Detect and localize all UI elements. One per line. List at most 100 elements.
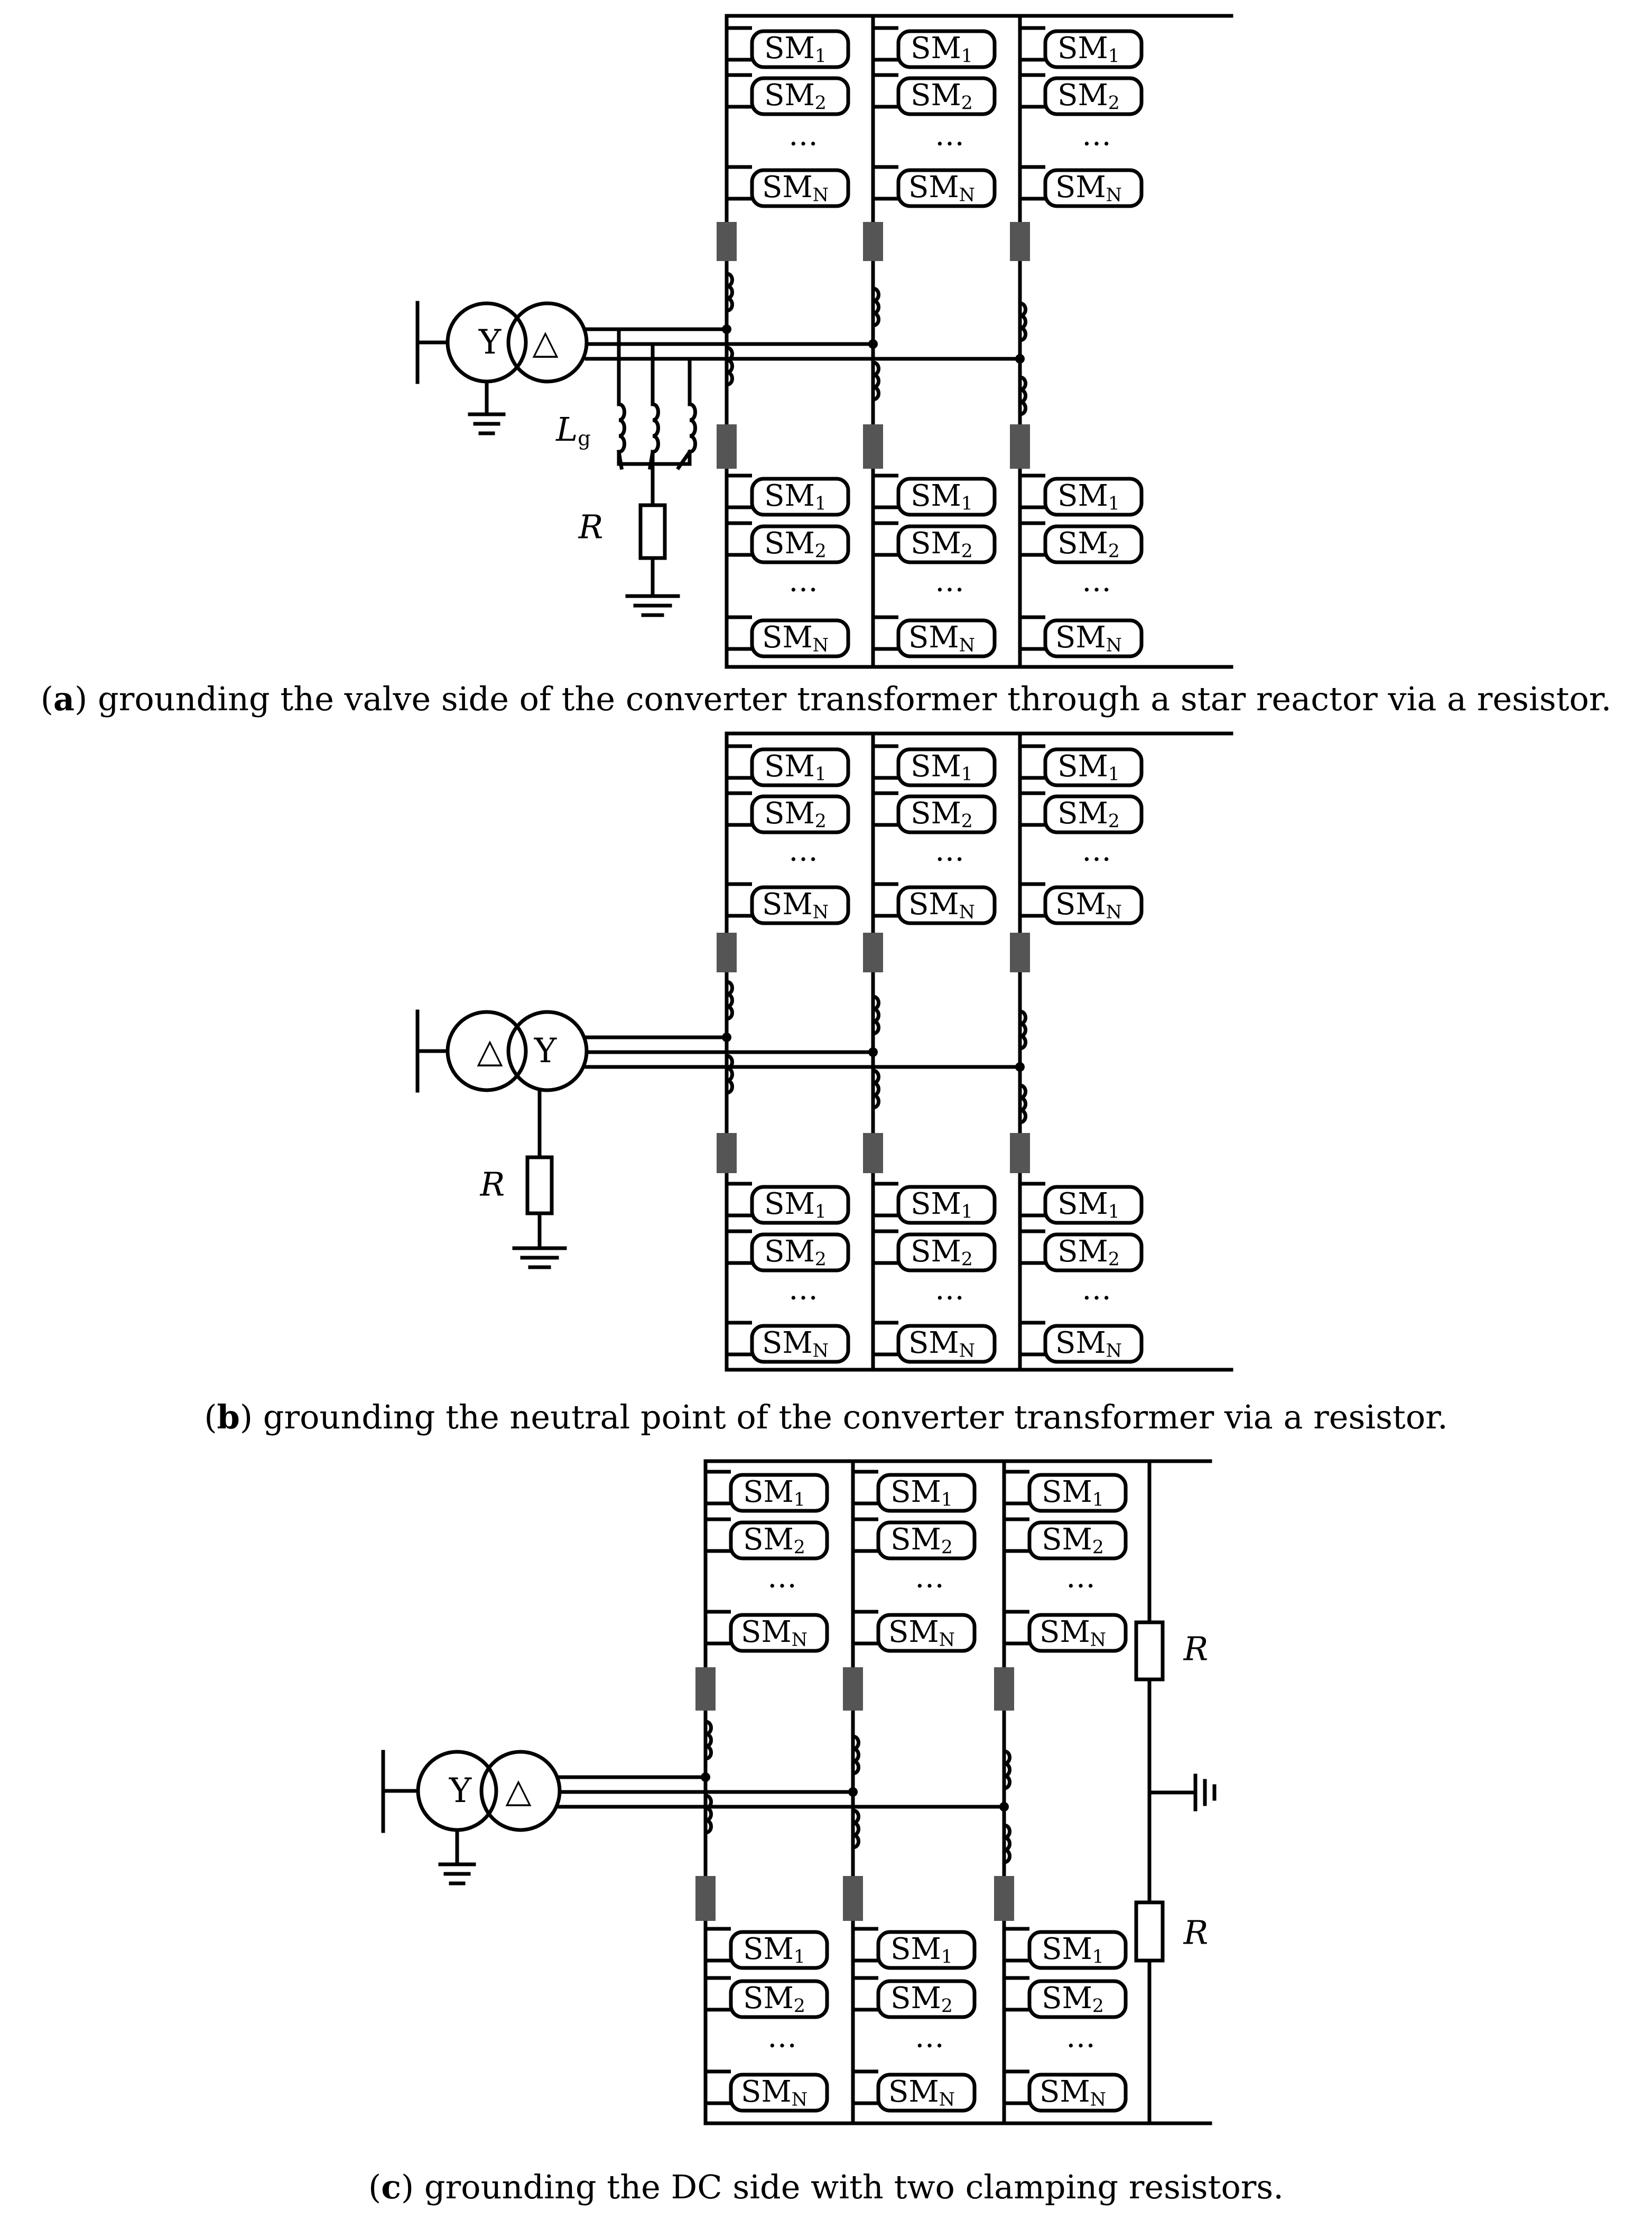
arm-inductor	[1019, 1083, 1027, 1125]
submodule-label: SMN	[1055, 170, 1122, 206]
ellipsis: …	[1066, 1560, 1096, 1595]
submodule-box	[750, 1232, 850, 1272]
panel-a: SM1SM2…SMNSM1SM2…SMNSM1SM2…SMNSM1SM2…SMN…	[415, 14, 1233, 669]
submodule-lower-n: SMN	[871, 1321, 997, 1364]
submodule-lower-n: SMN	[703, 2069, 829, 2113]
submodule-box	[1027, 1520, 1128, 1560]
submodule-box	[1043, 794, 1144, 834]
wye-symbol: Y	[478, 323, 502, 362]
submodule-label: SM2	[764, 796, 827, 832]
submodule-box	[896, 1232, 997, 1272]
submodule-box	[750, 524, 850, 564]
arm-reactor-block	[1010, 933, 1030, 972]
ground-icon	[468, 412, 506, 435]
submodule-label: SM2	[911, 78, 973, 114]
submodule-box	[1043, 1324, 1144, 1364]
inductor-label: Lg	[555, 410, 591, 450]
submodule-upper-1: SM1	[871, 744, 997, 787]
submodule-box	[896, 618, 997, 658]
submodule-box	[729, 1613, 829, 1653]
ground-icon	[1193, 1773, 1217, 1812]
submodule-label: SMN	[908, 1326, 975, 1362]
submodule-box	[750, 76, 850, 116]
caption-a: (a) grounding the valve side of the conv…	[40, 680, 1612, 718]
submodule-box	[750, 477, 850, 517]
arm-inductor	[852, 1734, 860, 1776]
submodule-box	[896, 794, 997, 834]
ellipsis: …	[935, 564, 964, 599]
ellipsis: …	[788, 564, 818, 599]
submodule-box	[896, 477, 997, 517]
submodule-upper-2: SM2	[851, 1517, 977, 1560]
arm-inductor	[1004, 1749, 1011, 1790]
submodule-label: SM2	[1057, 78, 1120, 114]
submodule-label: SM2	[743, 1981, 805, 2017]
submodule-label: SMN	[1055, 1326, 1122, 1362]
submodule-box	[729, 2073, 829, 2113]
submodule-label: SM2	[911, 526, 973, 562]
submodule-box	[896, 1185, 997, 1225]
submodule-box	[1043, 747, 1144, 787]
submodule-lower-2: SM2	[851, 1976, 977, 2019]
submodule-label: SMN	[762, 1326, 829, 1362]
submodule-box	[1043, 477, 1144, 517]
ellipsis: …	[1082, 118, 1111, 153]
submodule-label: SM1	[743, 1475, 805, 1511]
resistor-label: R	[480, 1165, 505, 1204]
submodule-lower-2: SM2	[725, 1229, 850, 1272]
arm-inductor	[705, 1720, 713, 1761]
submodule-upper-1: SM1	[1002, 1470, 1128, 1513]
submodule-lower-1: SM1	[725, 1182, 850, 1225]
submodule-upper-1: SM1	[725, 744, 850, 787]
submodule-label: SMN	[1040, 2075, 1106, 2111]
submodule-lower-1: SM1	[1018, 473, 1144, 517]
submodule-box	[1027, 1613, 1128, 1653]
submodule-box	[750, 29, 850, 69]
arm-inductor	[618, 402, 626, 454]
arm-reactor-block	[1010, 424, 1030, 469]
wye-symbol: Y	[534, 1032, 557, 1071]
grounding-resistor	[525, 1155, 554, 1215]
submodule-box	[1043, 618, 1144, 658]
submodule-label: SM2	[890, 1981, 953, 2017]
arm-inductor	[726, 346, 734, 387]
submodule-box	[1027, 1979, 1128, 2019]
submodule-box	[1043, 885, 1144, 925]
submodule-box	[1027, 2073, 1128, 2113]
submodule-box	[1043, 1232, 1144, 1272]
submodule-lower-1: SM1	[1018, 1182, 1144, 1225]
arm-reactor-block	[863, 1133, 883, 1173]
submodule-upper-n: SMN	[1018, 882, 1144, 925]
arm-reactor-block	[994, 1876, 1014, 1921]
submodule-lower-n: SMN	[725, 1321, 850, 1364]
submodule-lower-1: SM1	[1002, 1927, 1128, 1970]
submodule-box	[750, 1185, 850, 1225]
submodule-upper-n: SMN	[871, 165, 997, 208]
delta-symbol: △	[505, 1771, 532, 1810]
submodule-lower-2: SM2	[1018, 1229, 1144, 1272]
submodule-upper-2: SM2	[725, 73, 850, 116]
submodule-box	[729, 1979, 829, 2019]
submodule-label: SMN	[741, 1615, 808, 1651]
ellipsis: …	[788, 1272, 818, 1307]
submodule-upper-2: SM2	[871, 73, 997, 116]
submodule-lower-2: SM2	[725, 521, 850, 564]
arm-inductor	[726, 1054, 734, 1095]
submodule-box	[1027, 1930, 1128, 1970]
arm-inductor	[689, 402, 697, 454]
submodule-label: SM1	[764, 479, 827, 515]
converter-transformer-icon: △Y	[446, 1010, 589, 1092]
ellipsis: …	[935, 118, 964, 153]
submodule-upper-n: SMN	[703, 1610, 829, 1653]
arm-reactor-block	[843, 1667, 863, 1711]
converter-transformer-icon: Y△	[446, 301, 589, 384]
arm-inductor	[705, 1794, 713, 1835]
caption-c: (c) grounding the DC side with two clamp…	[368, 2168, 1284, 2206]
submodule-upper-n: SMN	[725, 882, 850, 925]
ellipsis: …	[935, 1272, 964, 1307]
submodule-box	[876, 1473, 977, 1513]
submodule-label: SM2	[1057, 526, 1120, 562]
